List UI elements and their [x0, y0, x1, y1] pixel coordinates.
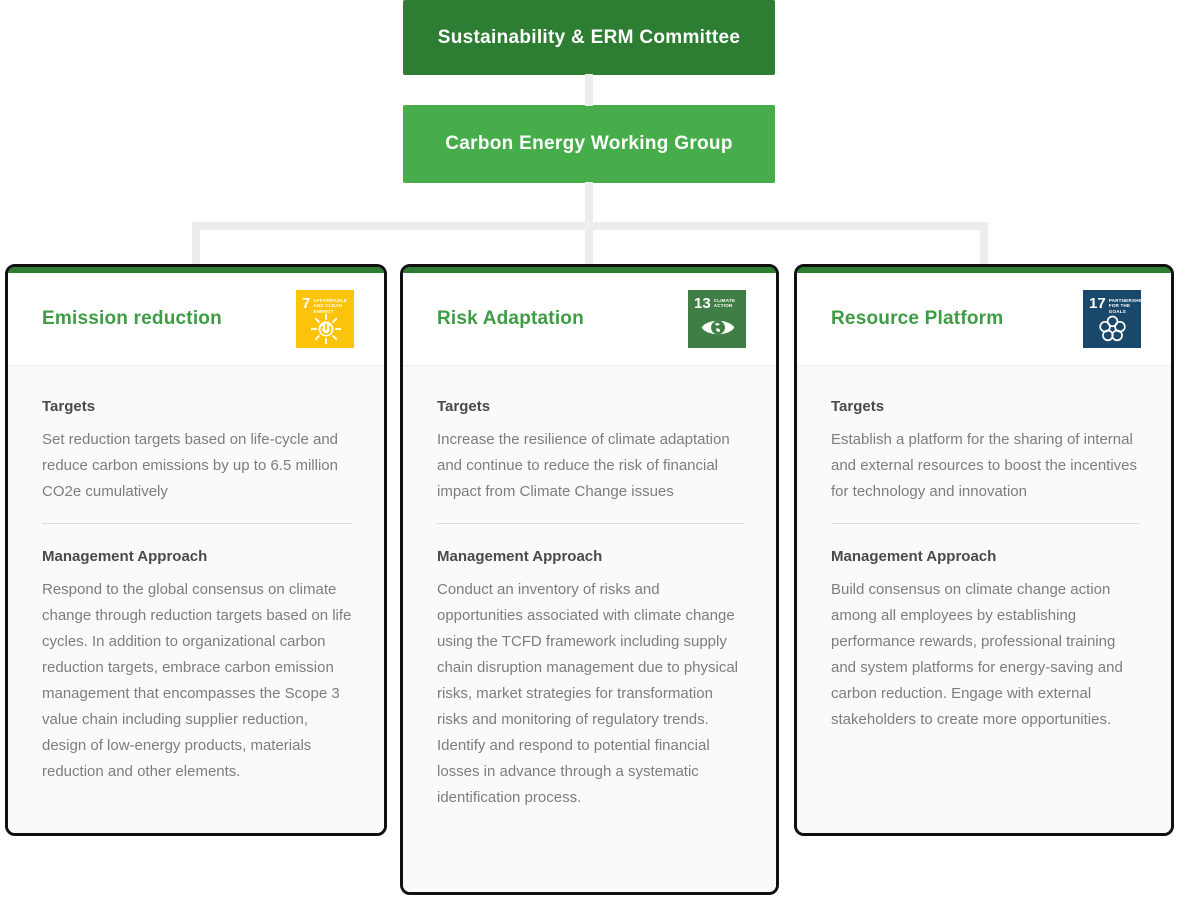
- connector-committee-working: [585, 74, 593, 106]
- sdg-number: 7: [302, 295, 311, 312]
- card-body: Targets Set reduction targets based on l…: [8, 365, 384, 833]
- management-text: Build consensus on climate change action…: [831, 581, 1123, 728]
- sdg-label: AFFORDABLE AND CLEAN ENERGY: [313, 297, 347, 314]
- partnership-rings-icon: [1099, 315, 1126, 342]
- card-header: Risk Adaptation 13 CLIMATE ACTION: [403, 273, 776, 365]
- targets-heading: Targets: [831, 398, 885, 415]
- sdg-7-badge: 7 AFFORDABLE AND CLEAN ENERGY: [296, 290, 354, 348]
- card-title: Emission reduction: [42, 308, 222, 329]
- working-group-node: Carbon Energy Working Group: [403, 105, 775, 183]
- committee-label: Sustainability & ERM Committee: [437, 26, 741, 48]
- working-group-label: Carbon Energy Working Group: [445, 133, 733, 154]
- card-header: Emission reduction 7 AFFORDABLE AND CLEA…: [8, 273, 384, 365]
- targets-text: Increase the resilience of climate adapt…: [437, 431, 730, 500]
- connector-working-branch: [585, 182, 593, 230]
- targets-heading: Targets: [437, 398, 491, 415]
- section-divider: [831, 523, 1139, 524]
- card-title: Resource Platform: [831, 308, 1004, 329]
- committee-node: Sustainability & ERM Committee: [403, 0, 775, 75]
- management-heading: Management Approach: [437, 548, 603, 565]
- card-body: Targets Increase the resilience of clima…: [403, 365, 776, 892]
- card-emission-reduction: Emission reduction 7 AFFORDABLE AND CLEA…: [5, 264, 387, 836]
- card-accent-bar: [8, 267, 384, 273]
- section-divider: [42, 523, 352, 524]
- sdg-13-badge: 13 CLIMATE ACTION: [688, 290, 746, 348]
- targets-text: Establish a platform for the sharing of …: [831, 431, 1138, 500]
- management-text: Conduct an inventory of risks and opport…: [437, 581, 739, 806]
- eye-globe-icon: [701, 320, 734, 335]
- card-risk-adaptation: Risk Adaptation 13 CLIMATE ACTION Target: [400, 264, 779, 895]
- sdg-number: 13: [694, 295, 711, 312]
- management-heading: Management Approach: [831, 548, 997, 565]
- connector-stub-center: [585, 222, 593, 266]
- sun-power-icon: [310, 314, 341, 344]
- sdg-label: CLIMATE ACTION: [713, 297, 736, 309]
- connector-stub-right: [980, 222, 988, 266]
- management-heading: Management Approach: [42, 548, 208, 565]
- section-divider: [437, 523, 744, 524]
- sdg-number: 17: [1089, 295, 1106, 312]
- sdg-17-badge: 17 PARTNERSHIPS FOR THE GOALS: [1083, 290, 1147, 348]
- targets-heading: Targets: [42, 398, 96, 415]
- management-text: Respond to the global consensus on clima…: [42, 581, 352, 780]
- card-body: Targets Establish a platform for the sha…: [797, 365, 1171, 833]
- card-resource-platform: Resource Platform 17 PARTNERSHIPS FOR TH…: [794, 264, 1174, 836]
- card-accent-bar: [797, 267, 1171, 273]
- card-header: Resource Platform 17 PARTNERSHIPS FOR TH…: [797, 273, 1171, 365]
- connector-stub-left: [192, 222, 200, 266]
- sdg-label: PARTNERSHIPS FOR THE GOALS: [1108, 297, 1147, 314]
- targets-text: Set reduction targets based on life-cycl…: [42, 431, 339, 500]
- card-accent-bar: [403, 267, 776, 273]
- card-title: Risk Adaptation: [437, 308, 584, 329]
